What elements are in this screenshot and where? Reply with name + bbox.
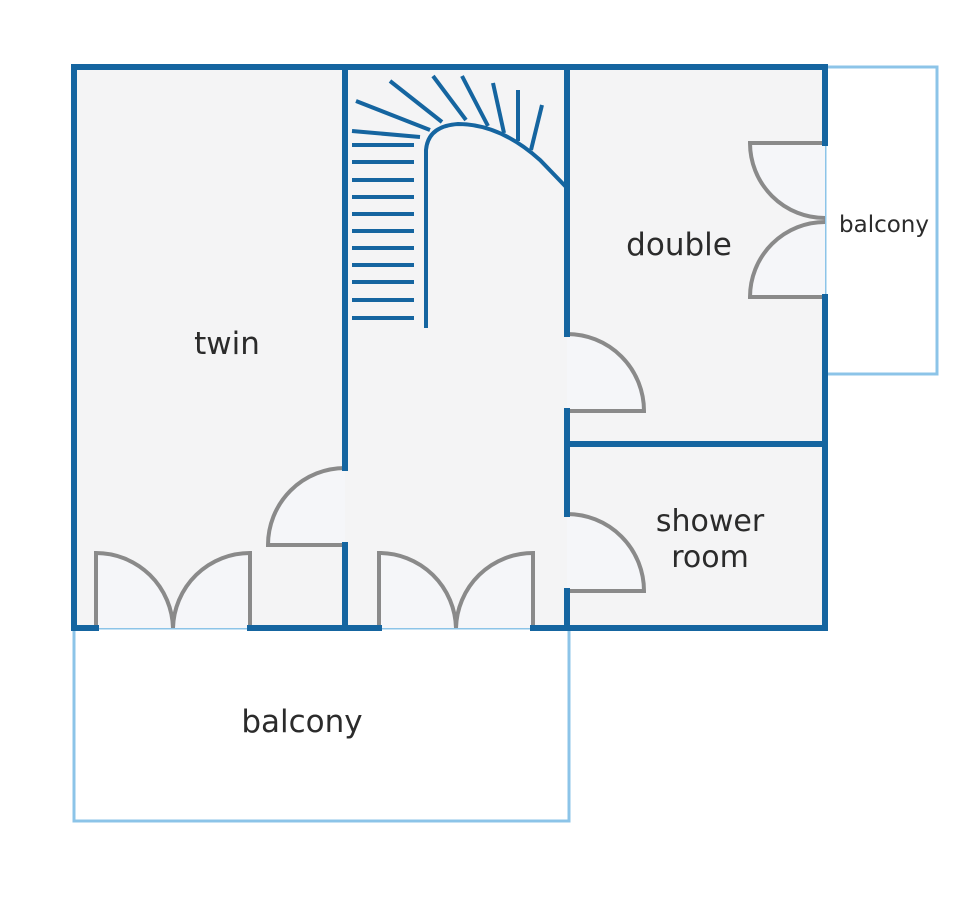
doors xyxy=(94,141,826,629)
door-shower-room xyxy=(566,512,647,593)
balcony-bottom-outline xyxy=(72,626,571,823)
door-twin xyxy=(265,466,346,547)
label-twin: twin xyxy=(194,326,260,362)
door-balcony-right-top xyxy=(747,141,826,220)
door-balcony-right-bottom xyxy=(747,220,826,299)
walls xyxy=(71,64,828,631)
staircase xyxy=(351,74,570,328)
door-balcony-hall-a xyxy=(377,550,458,629)
door-double xyxy=(566,332,647,413)
label-shower-room-line1: shower xyxy=(656,504,765,539)
door-balcony-hall-b xyxy=(454,550,535,629)
door-balcony-left-a xyxy=(94,550,175,629)
label-shower-room-line2: room xyxy=(671,540,749,575)
balcony-right-outline xyxy=(823,65,939,376)
label-double: double xyxy=(626,227,732,263)
label-balcony-bottom: balcony xyxy=(241,704,362,740)
floor-area xyxy=(74,67,824,628)
label-balcony-right: balcony xyxy=(839,212,929,238)
door-balcony-left-b xyxy=(171,550,252,629)
